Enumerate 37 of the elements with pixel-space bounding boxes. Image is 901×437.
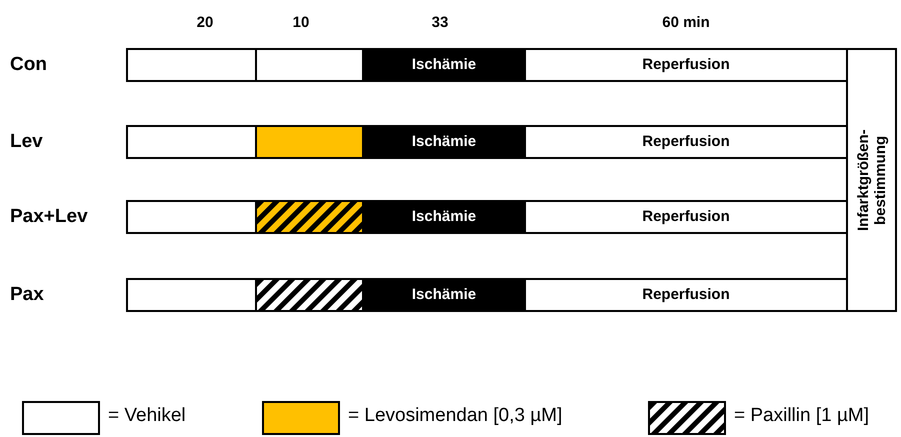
duration-label: 60 min (662, 13, 710, 33)
group-label: Con (10, 53, 47, 77)
phase-label: Reperfusion (642, 284, 730, 305)
hatched-bar (255, 200, 364, 234)
legend-label: = Levosimendan [0,3 µM] (348, 404, 562, 428)
reperfusion-bar (524, 125, 848, 159)
measurement-label: Infarktgrößen- bestimmung (854, 128, 888, 233)
phase-bar (255, 125, 364, 159)
group-label: Pax+Lev (10, 205, 88, 229)
phase-bar (126, 125, 257, 159)
phase-label: Ischämie (412, 132, 476, 152)
hatched-bar (255, 278, 364, 312)
ischemia-bar (362, 278, 526, 312)
phase-label: Ischämie (412, 284, 476, 305)
reperfusion-bar (524, 200, 848, 234)
legend-label: = Vehikel (108, 404, 186, 428)
phase-bar (126, 200, 257, 234)
phase-label: Ischämie (412, 54, 476, 75)
ischemia-bar (362, 125, 526, 159)
phase-bar (255, 48, 364, 82)
measurement-box (846, 48, 897, 312)
reperfusion-bar (524, 278, 848, 312)
phase-bar (126, 278, 257, 312)
phase-label: Ischämie (412, 206, 476, 227)
phase-bar (126, 48, 257, 82)
phase-label: Reperfusion (642, 206, 730, 227)
ischemia-bar (362, 200, 526, 234)
group-label: Pax (10, 283, 44, 307)
duration-label: 10 (292, 13, 310, 33)
phase-label: Reperfusion (642, 54, 730, 75)
phase-label: Reperfusion (642, 132, 730, 152)
group-label: Lev (10, 130, 43, 154)
duration-label: 20 (196, 13, 214, 33)
legend-label: = Paxillin [1 µM] (734, 404, 870, 428)
ischemia-bar (362, 48, 526, 82)
duration-label: 33 (432, 13, 448, 33)
reperfusion-bar (524, 48, 848, 82)
